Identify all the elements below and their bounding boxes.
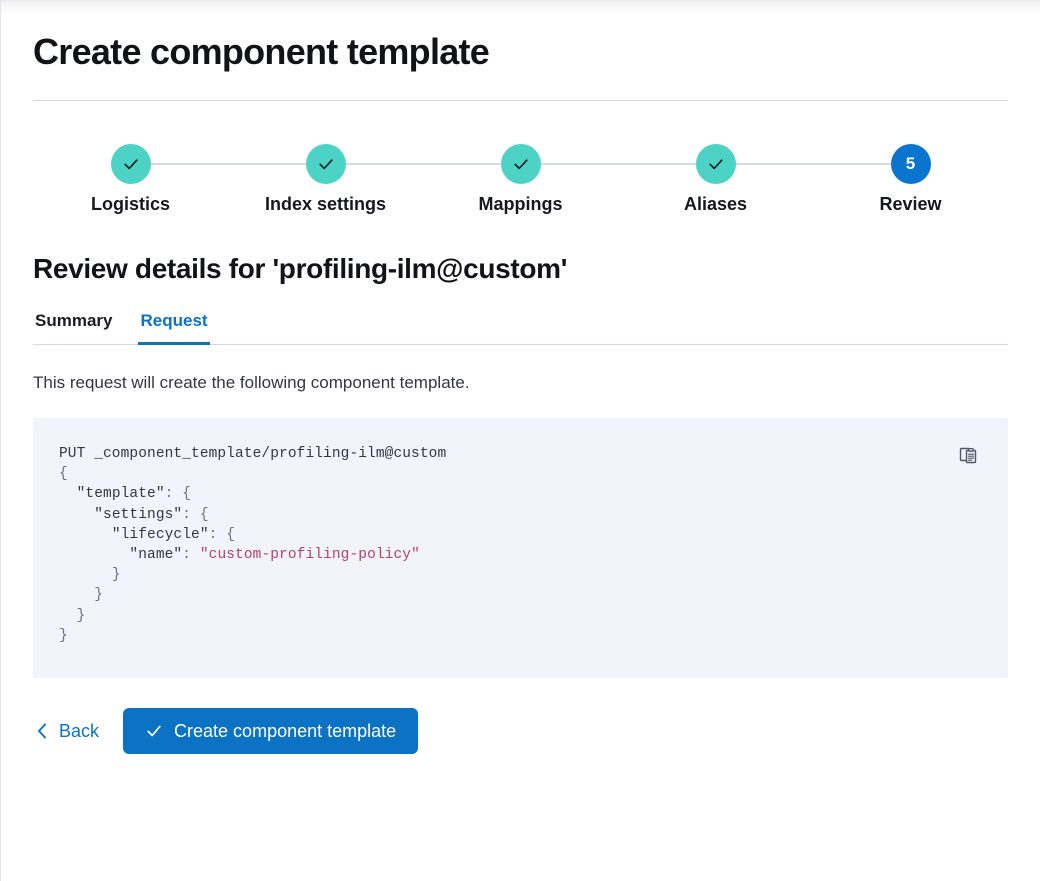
check-icon [318,159,333,170]
step-complete-badge [500,144,541,184]
wizard-step-mappings[interactable]: Mappings [423,144,716,216]
check-icon [513,159,528,170]
request-description: This request will create the following c… [33,373,470,392]
tab-request[interactable]: Request [138,310,210,345]
step-connector [325,163,521,165]
step-connector [715,163,911,165]
step-label: Aliases [683,194,748,214]
review-tabs: Summary Request [33,310,1008,345]
page-header: Create component template [33,1,1008,101]
step-number: 5 [905,154,916,173]
request-code: PUT _component_template/profiling-ilm@cu… [59,446,447,644]
step-label: Index settings [264,194,387,214]
check-icon [123,159,138,170]
request-code-panel: PUT _component_template/profiling-ilm@cu… [33,418,1008,678]
step-connector [130,163,326,165]
step-label: Review [879,194,942,214]
back-button-label: Back [59,721,100,741]
step-label: Logistics [90,194,170,214]
copy-clipboard-icon[interactable] [957,443,981,467]
create-component-template-button-label: Create component template [174,721,397,741]
step-complete-badge [305,144,346,184]
step-number-badge: 5 [890,144,931,184]
create-component-template-button[interactable]: Create component template [123,708,419,754]
wizard-step-logistics[interactable]: Logistics [33,144,326,216]
check-icon [145,722,163,740]
page-title: Create component template [33,31,490,72]
step-complete-badge [110,144,151,184]
wizard-step-aliases[interactable]: Aliases [618,144,911,216]
tab-summary[interactable]: Summary [33,310,114,344]
step-label: Mappings [478,194,563,214]
step-connector [520,163,716,165]
chevron-left-icon [35,722,49,740]
wizard-footer: Back Create component template [33,708,1008,754]
review-heading: Review details for 'profiling-ilm@custom… [33,253,568,284]
check-icon [708,159,723,170]
step-complete-badge [695,144,736,184]
header-divider [33,100,1008,101]
wizard-step-index-settings[interactable]: Index settings [228,144,521,216]
back-button[interactable]: Back [33,714,101,748]
